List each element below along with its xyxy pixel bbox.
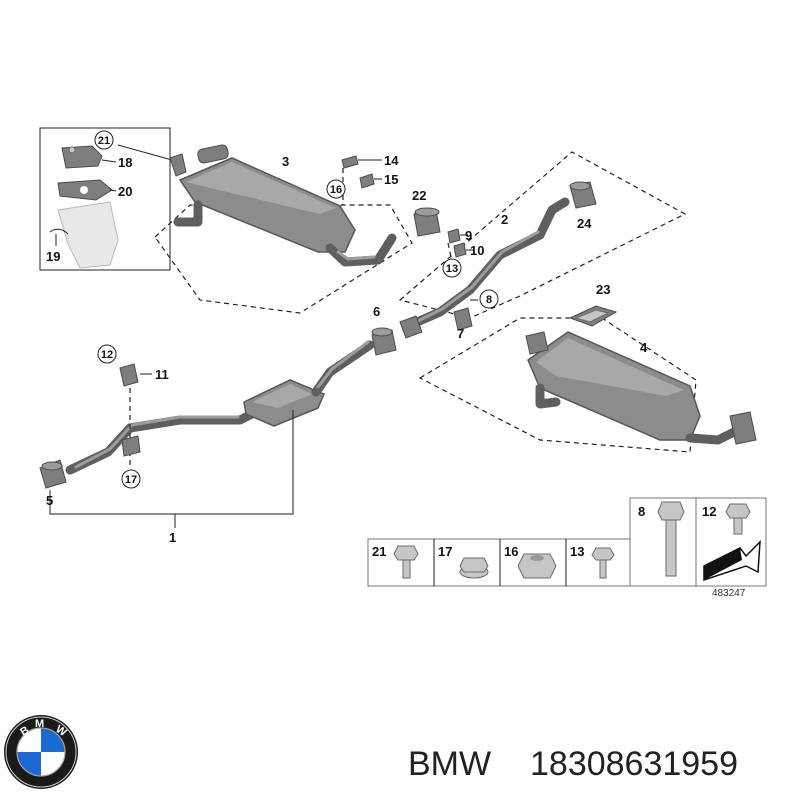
inset-box [39, 127, 171, 271]
part-3-rear-muffler [169, 144, 397, 267]
callout-6: 6 [373, 304, 380, 319]
callout-4: 4 [640, 340, 648, 355]
callout-19: 19 [46, 249, 60, 264]
callout-14: 14 [384, 153, 399, 168]
hardware-table: 21 17 16 13 8 12 [367, 497, 767, 587]
svg-text:12: 12 [101, 349, 113, 361]
callout-12-circle: 12 [97, 344, 117, 364]
table-cell-13: 13 [570, 544, 584, 559]
svg-text:8: 8 [486, 294, 492, 306]
callout-5: 5 [46, 493, 53, 508]
part-18-bracket [61, 145, 103, 169]
part-15-nut [359, 173, 375, 189]
part-1-front-pipe [65, 340, 375, 475]
svg-text:17: 17 [125, 474, 137, 486]
reference-number: 483247 [712, 588, 746, 599]
part-number: 18308631959 [530, 745, 738, 783]
callout-1: 1 [169, 530, 176, 545]
bmw-logo: B M W [4, 715, 78, 789]
callout-18: 18 [118, 155, 132, 170]
callout-21-circle: 21 [94, 130, 114, 150]
nut-17-icon [459, 557, 489, 579]
part-23-bracket [568, 305, 618, 327]
part-6-clamp [371, 327, 397, 356]
table-cell-21: 21 [372, 544, 386, 559]
table-cell-12: 12 [702, 504, 716, 519]
part-17-nut [121, 435, 141, 457]
part-20-gasket [57, 179, 113, 201]
part-10-nut [453, 242, 467, 258]
part-22-clamp [413, 207, 441, 237]
part-5-clamp [39, 459, 67, 489]
callout-11: 11 [155, 367, 169, 382]
callout-24: 24 [577, 216, 592, 231]
callout-8-circle: 8 [479, 289, 499, 309]
callout-13-circle: 13 [442, 258, 462, 278]
part-24-clamp [569, 181, 597, 209]
nut-16-icon [517, 553, 557, 579]
svg-text:21: 21 [98, 135, 110, 147]
part-7-rubber-mount [453, 307, 473, 331]
callout-3: 3 [282, 154, 289, 169]
muffler-4-outline [418, 317, 697, 453]
part-14-bracket [341, 155, 359, 169]
callout-10: 10 [470, 243, 484, 258]
callout-7: 7 [457, 326, 464, 341]
callout-15: 15 [384, 172, 398, 187]
table-cell-8: 8 [638, 504, 645, 519]
brand-name: BMW [408, 745, 491, 783]
callout-22: 22 [412, 188, 426, 203]
part-4-middle-muffler [525, 331, 757, 445]
direction-arrow-icon [703, 540, 761, 582]
svg-text:M: M [35, 718, 44, 730]
bolt-13-icon [591, 547, 615, 579]
muffler-3-outline [154, 204, 413, 314]
callout-23: 23 [596, 282, 610, 297]
svg-text:13: 13 [446, 263, 458, 275]
bolt-21-icon [393, 545, 419, 579]
bolt-8-icon [657, 501, 685, 577]
inset-leader [117, 144, 173, 161]
table-cell-16: 16 [504, 544, 518, 559]
callout-9: 9 [465, 228, 472, 243]
table-cell-17: 17 [438, 544, 452, 559]
callout-16-circle: 16 [326, 179, 346, 199]
part-2-center-pipe [399, 197, 570, 339]
part-11-rubber-mount [119, 363, 139, 387]
callout-20: 20 [118, 184, 132, 199]
part-19-ghost-hanger [49, 201, 119, 269]
bolt-12-icon [725, 503, 751, 535]
callout-2: 2 [501, 212, 508, 227]
bracket-part-1 [49, 410, 294, 515]
svg-text:16: 16 [330, 184, 342, 196]
part-9-bracket [447, 228, 461, 244]
callout-17-circle: 17 [121, 469, 141, 489]
